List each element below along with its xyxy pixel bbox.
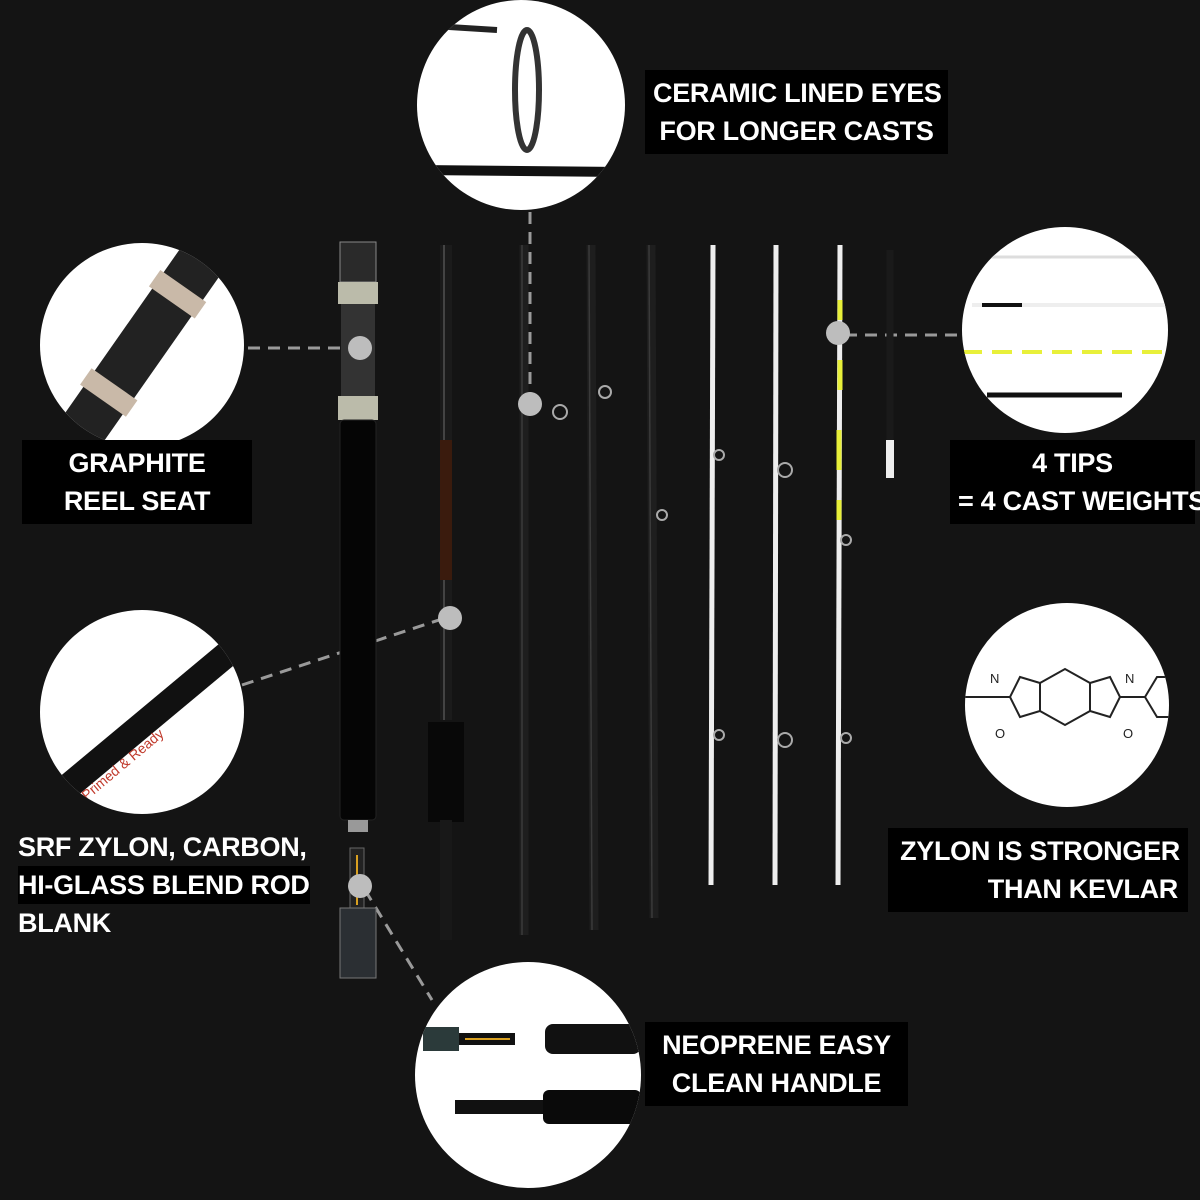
label-blank-material: SRF ZYLON, CARBON, HI-GLASS BLEND ROD BL…	[10, 824, 310, 946]
label-line: 4 TIPS	[1032, 448, 1113, 478]
label-line: THAN KEVLAR	[987, 874, 1179, 904]
label-neoprene-handle: NEOPRENE EASY CLEAN HANDLE	[645, 1022, 908, 1106]
label-line: GRAPHITE	[68, 448, 206, 478]
svg-text:O: O	[995, 726, 1005, 741]
label-line: = 4 CAST WEIGHTS	[958, 486, 1200, 516]
marker-blank	[438, 606, 462, 630]
detail-circle-handle	[415, 962, 641, 1188]
label-line: HI-GLASS BLEND ROD	[18, 866, 310, 904]
svg-text:N: N	[1125, 671, 1134, 686]
rod-butt-section	[428, 245, 464, 940]
detail-circle-reel-seat	[40, 243, 244, 447]
rod-tip-1	[708, 244, 716, 886]
label-line: SRF ZYLON, CARBON,	[18, 832, 307, 862]
rod-tip-4	[886, 250, 894, 478]
marker-tips	[826, 321, 850, 345]
label-zylon: ZYLON IS STRONGER THAN KEVLAR	[888, 828, 1188, 912]
marker-eyes	[518, 392, 542, 416]
rod-tip-3	[835, 244, 843, 886]
label-ceramic-eyes: CERAMIC LINED EYES FOR LONGER CASTS	[645, 70, 948, 154]
label-line: NEOPRENE EASY	[662, 1030, 891, 1060]
label-reel-seat: GRAPHITE REEL SEAT	[22, 440, 252, 524]
label-line: FOR LONGER CASTS	[659, 116, 934, 146]
marker-reel-seat	[348, 336, 372, 360]
rod-section-4	[646, 244, 659, 919]
detail-circle-zylon: N N O O	[965, 603, 1169, 807]
zylon-molecule-icon: N N O O	[965, 667, 1169, 741]
detail-circle-eyes	[417, 0, 625, 210]
svg-text:O: O	[1123, 726, 1133, 741]
marker-handle	[348, 874, 372, 898]
rod-handle-section	[338, 241, 378, 979]
rod-section-3	[586, 244, 599, 931]
rod-tip-2	[772, 244, 779, 886]
label-line: ZYLON IS STRONGER	[900, 836, 1180, 866]
label-line: CLEAN HANDLE	[671, 1068, 882, 1098]
label-tips: 4 TIPS = 4 CAST WEIGHTS	[950, 440, 1200, 524]
label-line: CERAMIC LINED EYES	[653, 78, 942, 108]
svg-text:N: N	[990, 671, 999, 686]
label-line: REEL SEAT	[63, 486, 211, 516]
detail-circle-tips	[962, 227, 1168, 433]
label-line: BLANK	[18, 908, 111, 938]
detail-circle-blank: Primed & Ready	[40, 610, 244, 814]
